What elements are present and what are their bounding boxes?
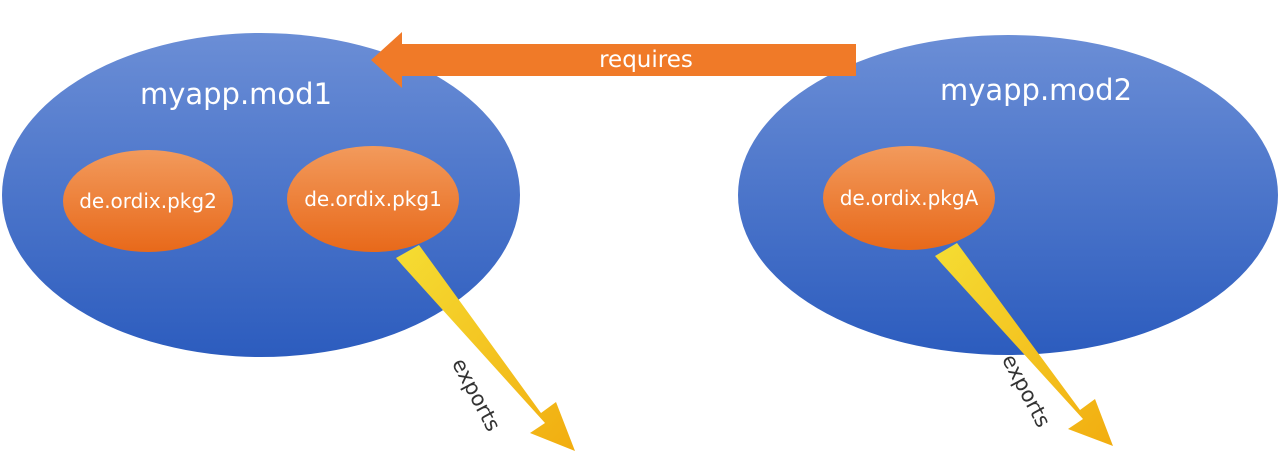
requires-label: requires (599, 47, 693, 73)
package-pkgA-label: de.ordix.pkgA (840, 186, 979, 210)
exports-arrow-mod2-shape (935, 243, 1113, 446)
module-mod1-shape (2, 33, 520, 357)
package-pkg1: de.ordix.pkg1 (287, 146, 459, 252)
package-pkg2-shape (63, 150, 233, 252)
module-mod1: myapp.mod1 (2, 33, 520, 357)
package-pkgA: de.ordix.pkgA (823, 146, 995, 250)
module-mod1-label: myapp.mod1 (140, 77, 332, 111)
requires-arrow: requires (371, 32, 856, 88)
package-pkg2-label: de.ordix.pkg2 (79, 189, 217, 213)
exports-arrow-mod1-shape (396, 245, 575, 451)
exports-label-mod2: exports (997, 350, 1055, 431)
package-pkgA-shape (823, 146, 995, 250)
requires-arrow-shape (371, 32, 856, 88)
package-pkg1-label: de.ordix.pkg1 (304, 187, 442, 211)
exports-arrow-mod1: exports (396, 245, 575, 451)
module-mod2-shape (738, 35, 1278, 355)
module-mod2-label: myapp.mod2 (940, 73, 1132, 107)
module-mod2: myapp.mod2 (738, 35, 1278, 355)
package-pkg1-shape (287, 146, 459, 252)
package-pkg2: de.ordix.pkg2 (63, 150, 233, 252)
